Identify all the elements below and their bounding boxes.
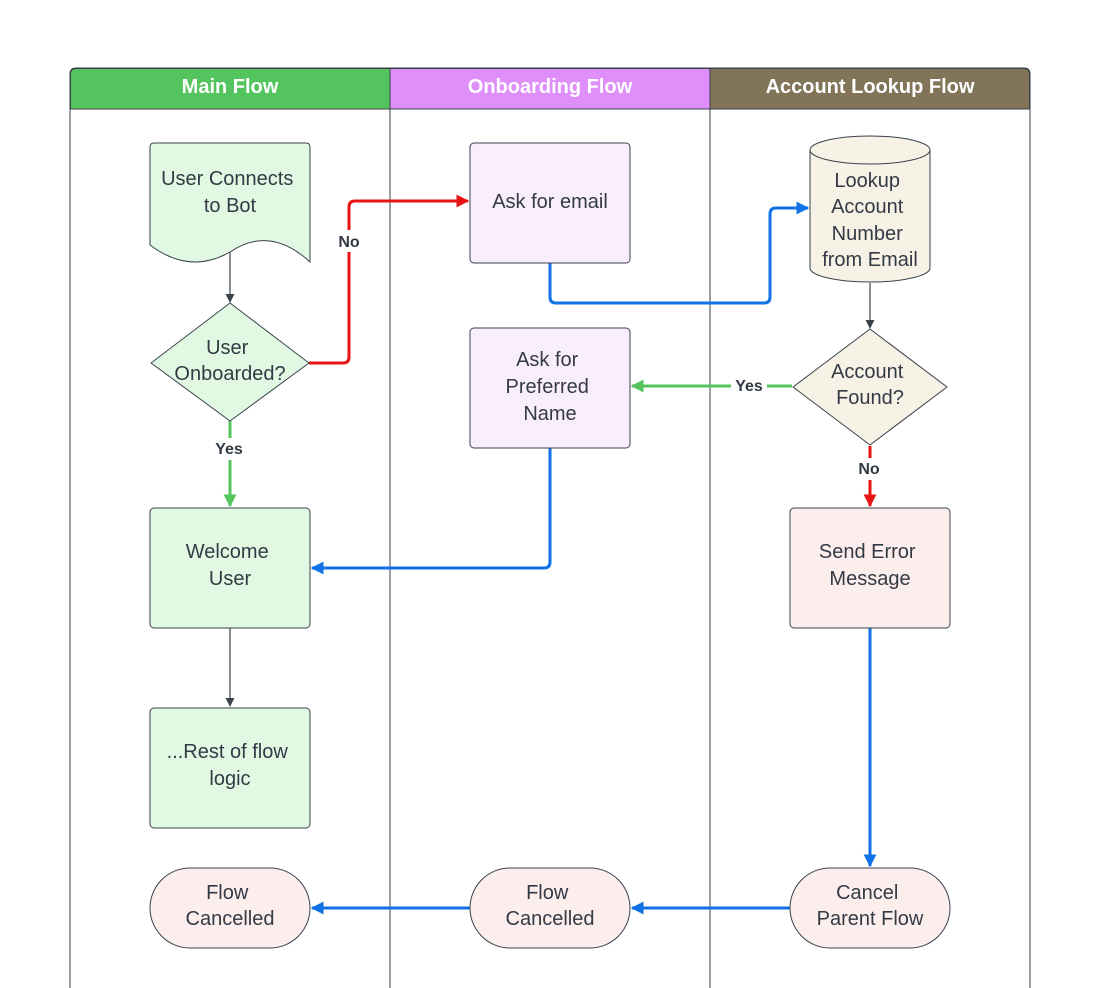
node-line: ...Rest of flow	[167, 741, 289, 763]
lane-header-lookup-bg	[709, 68, 1030, 110]
lane-title-onboarding: Onboarding Flow	[468, 76, 633, 98]
node-line: Lookup	[834, 170, 900, 192]
document-shape	[149, 142, 311, 264]
node-line: Number	[832, 223, 903, 245]
node-cancel-parent-label: Cancel Parent Flow	[817, 882, 924, 930]
node-line: Account	[831, 361, 904, 383]
node-line: Flow	[526, 882, 569, 904]
node-line: Found?	[836, 387, 904, 409]
database-body	[809, 150, 931, 283]
process-box	[789, 507, 951, 629]
edge-onboarded-no	[309, 194, 470, 365]
node-line: Preferred	[506, 376, 589, 398]
process-box	[469, 327, 631, 449]
decision-diamond	[792, 328, 948, 446]
node-line: to Bot	[204, 195, 257, 217]
edge-label-found-no: No	[858, 461, 880, 478]
database-top	[809, 135, 931, 165]
lane-header-onboarding: Onboarding Flow	[389, 68, 711, 110]
lane-header-main-bg	[70, 68, 391, 110]
node-lookup-account: Lookup Account Number from Email	[809, 135, 931, 283]
decision-diamond	[150, 302, 310, 422]
connectors	[223, 194, 877, 915]
node-line: from Email	[822, 249, 918, 271]
node-line: User	[209, 568, 252, 590]
node-line: Cancelled	[506, 908, 595, 930]
node-welcome-user-label: Welcome User	[186, 541, 275, 590]
node-line: Name	[523, 403, 576, 425]
process-box	[149, 507, 311, 629]
lane-header-onboarding-bg	[389, 68, 711, 110]
process-box	[149, 707, 311, 829]
edge-label-found-yes: Yes	[735, 378, 763, 395]
node-line: Ask for email	[492, 191, 608, 213]
node-line: Cancel	[836, 882, 898, 904]
node-line: Parent Flow	[817, 908, 924, 930]
node-line: logic	[209, 768, 250, 790]
node-user-onboarded-label: User Onboarded?	[174, 337, 285, 385]
node-line: User	[206, 337, 249, 359]
node-main-flow-cancelled: Flow Cancelled	[149, 867, 311, 949]
terminator-shape	[469, 867, 631, 949]
node-welcome-user: Welcome User	[149, 507, 311, 629]
lane-title-lookup: Account Lookup Flow	[766, 76, 975, 98]
node-send-error: Send Error Message	[789, 507, 951, 629]
node-line: Flow	[206, 882, 249, 904]
edge-label-onboarded-yes: Yes	[215, 441, 243, 458]
node-line: Cancelled	[186, 908, 275, 930]
node-line: User Connects	[161, 168, 293, 190]
lane-header-main: Main Flow	[70, 68, 391, 110]
edge-label-bg	[731, 375, 767, 397]
node-cancel-parent: Cancel Parent Flow	[789, 867, 951, 949]
node-account-found: Account Found?	[792, 328, 948, 446]
lane-header-lookup: Account Lookup Flow	[709, 68, 1030, 110]
node-ask-name-label: Ask for Preferred Name	[506, 349, 595, 425]
node-user-onboarded: User Onboarded?	[150, 302, 310, 422]
terminator-shape	[149, 867, 311, 949]
node-send-error-label: Send Error Message	[819, 541, 921, 590]
node-ask-name: Ask for Preferred Name	[469, 327, 631, 449]
node-user-connects: User Connects to Bot	[149, 142, 311, 264]
node-ask-email-label: Ask for email	[492, 191, 608, 213]
node-rest-of-flow-label: ...Rest of flow logic	[167, 741, 294, 790]
node-line: Message	[829, 568, 910, 590]
node-user-connects-label: User Connects to Bot	[161, 168, 299, 217]
node-onboarding-flow-cancelled: Flow Cancelled	[469, 867, 631, 949]
node-ask-email: Ask for email	[469, 142, 631, 264]
node-line: Onboarded?	[174, 363, 285, 385]
node-lookup-account-label: Lookup Account Number from Email	[822, 170, 918, 271]
edge-name-to-welcome	[310, 448, 552, 575]
process-box	[469, 142, 631, 264]
node-line: Account	[831, 196, 904, 218]
edge-label-bg	[855, 458, 885, 480]
edge-label-bg	[334, 230, 364, 252]
lane-title-main: Main Flow	[182, 76, 279, 98]
edge-labels: No Yes Yes No	[210, 230, 885, 480]
node-onboarding-flow-cancelled-label: Flow Cancelled	[506, 882, 595, 930]
node-line: Send Error	[819, 541, 916, 563]
node-main-flow-cancelled-label: Flow Cancelled	[186, 882, 275, 930]
node-rest-of-flow: ...Rest of flow logic	[149, 707, 311, 829]
node-line: Ask for	[516, 349, 579, 371]
edge-label-bg	[210, 438, 250, 460]
terminator-shape	[789, 867, 951, 949]
node-line: Welcome	[186, 541, 269, 563]
node-account-found-label: Account Found?	[831, 361, 909, 409]
edge-label-onboarded-no: No	[338, 234, 360, 251]
edge-email-to-lookup	[548, 201, 810, 305]
